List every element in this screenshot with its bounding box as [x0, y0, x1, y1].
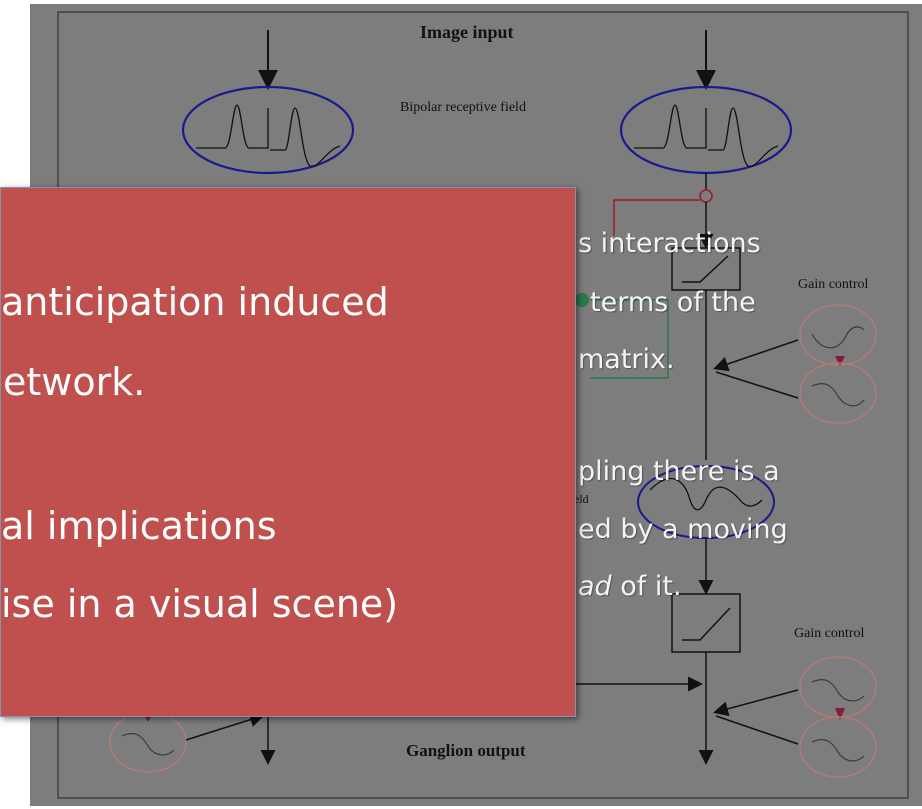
gain-marker-top-icon: [835, 356, 845, 366]
slide-text-line-4: pling there is a: [578, 456, 780, 487]
red-overlay-box: anticipation induced etwork. al implicat…: [0, 187, 576, 717]
gain-arrow-in-top: [713, 339, 799, 372]
gain-curve-bottom-2-icon: [811, 739, 865, 762]
gain-curve-top-1-icon: [811, 326, 865, 349]
gain-arrow-out-bottom: [715, 715, 799, 745]
slide-text-line-5: ed by a moving: [578, 514, 788, 545]
red-box-line-1: anticipation induced: [1, 280, 389, 324]
gain-marker-bottom-icon: [835, 708, 845, 720]
gain-control-label-top: Gain control: [798, 277, 869, 292]
gain-control-label-bottom: Gain control: [794, 626, 865, 641]
rectifier-curve-top-icon: [682, 255, 729, 283]
slide-text-line-6: ad of it.: [578, 565, 682, 608]
gain-arrow-left: [185, 712, 265, 741]
slide-text-line-6-rest: of it.: [611, 571, 682, 602]
slide-text-line-1: s interactions: [578, 228, 761, 259]
red-box-line-3: al implications: [1, 504, 277, 548]
junction-node-icon: [699, 189, 713, 203]
gain-arrow-out-top: [715, 371, 799, 399]
rectifier-curve-bottom-icon: [682, 607, 731, 641]
slide-text-line-6-emphasis: ad: [578, 571, 612, 602]
gain-control-top-circle-1: [799, 304, 877, 366]
gain-curve-bottom-1-icon: [811, 679, 865, 702]
waveform-right-icon: [634, 104, 779, 168]
gain-control-top-circle-2: [799, 362, 877, 424]
slide-text-line-3: matrix.: [578, 344, 675, 375]
slide-text-line-2: terms of the: [590, 287, 756, 318]
green-node-icon: [575, 293, 589, 307]
field-fragment-label: eld: [574, 492, 589, 506]
red-box-line-2: etwork.: [3, 360, 146, 404]
rectifier-box-bottom: [671, 593, 741, 653]
gain-curve-top-2-icon: [811, 383, 865, 407]
bipolar-receptive-field-left: [181, 85, 355, 175]
green-wire: [590, 299, 669, 379]
red-box-line-4: ise in a visual scene): [1, 582, 399, 626]
image-input-label: Image input: [420, 22, 514, 42]
amacrine-curve-icon: [649, 478, 763, 511]
gain-arrow-in-bottom: [713, 689, 799, 717]
red-feedback-wire: [613, 199, 700, 236]
waveform-left-icon: [196, 104, 341, 168]
gain-control-bottom-circle-2: [799, 716, 877, 778]
gain-curve-left-icon: [121, 733, 175, 756]
bipolar-receptive-field-label: Bipolar receptive field: [400, 100, 526, 115]
ganglion-output-label: Ganglion output: [406, 741, 526, 760]
